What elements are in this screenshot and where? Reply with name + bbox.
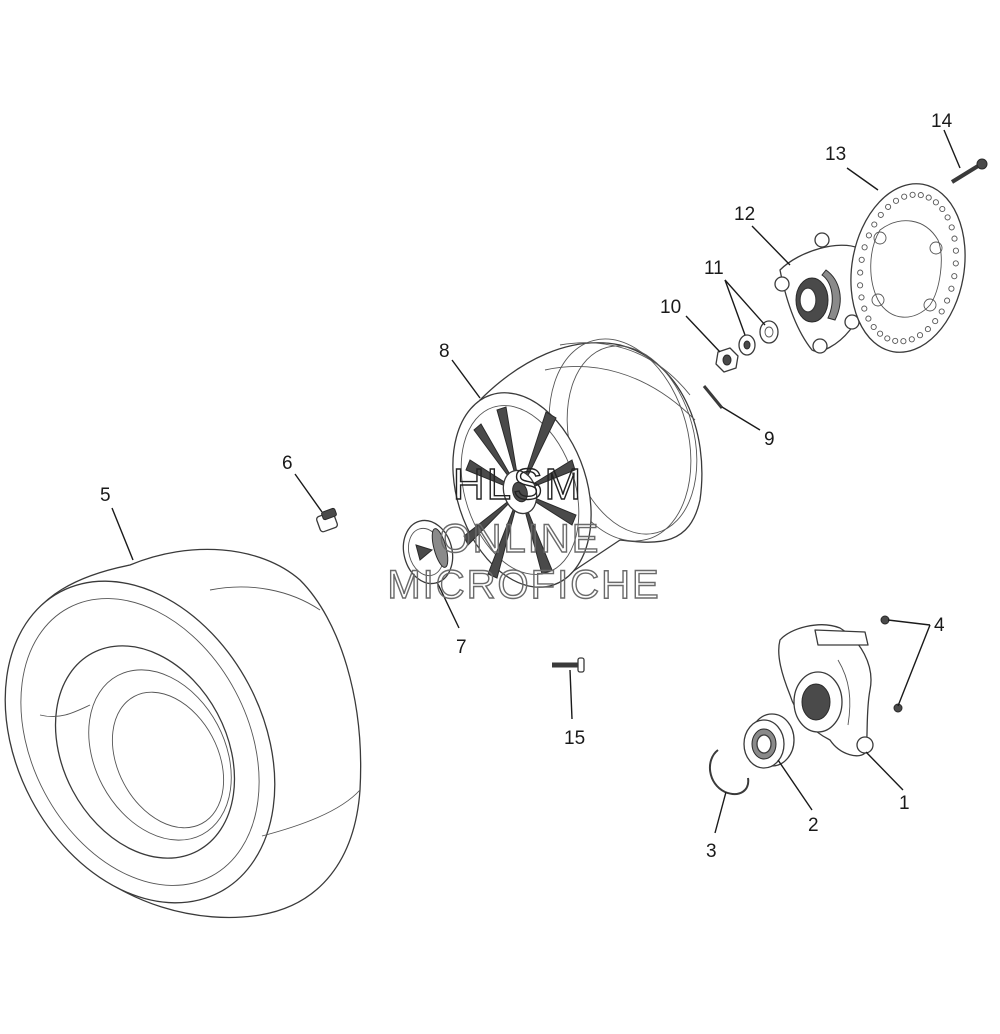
callout-11[interactable]: 11 (704, 258, 724, 279)
disc-hole (916, 332, 924, 339)
callout-14[interactable]: 14 (931, 111, 953, 132)
callout-12[interactable]: 12 (734, 204, 755, 225)
disc-hole (877, 211, 884, 218)
callout-2[interactable]: 2 (808, 815, 819, 836)
part-12-hub[interactable] (774, 232, 864, 354)
disc-hole (871, 221, 878, 228)
disc-hole (861, 244, 868, 251)
disc-hole (939, 205, 946, 213)
disc-hole (951, 235, 958, 242)
leader-lines (111, 129, 961, 834)
part-10-castle-nut[interactable] (715, 347, 739, 373)
callout-3[interactable]: 3 (706, 841, 717, 862)
disc-hole (861, 305, 868, 312)
disc-hole (938, 308, 945, 315)
disc-hole (884, 335, 891, 342)
disc-hole (857, 282, 864, 289)
watermark-line-1: HLSM (453, 460, 583, 509)
disc-hole (865, 315, 872, 322)
disc-hole (932, 318, 939, 325)
callout-7[interactable]: 7 (456, 637, 467, 658)
disc-hole (858, 256, 865, 263)
disc-hole (925, 194, 932, 201)
part-14-bolt[interactable] (950, 158, 988, 184)
callout-4[interactable]: 4 (934, 615, 945, 636)
disc-hole (909, 191, 916, 198)
disc-hole (948, 224, 955, 231)
part-2-bearing[interactable] (743, 713, 795, 769)
disc-hole (952, 260, 959, 267)
brake-disc-holes (857, 191, 959, 345)
watermark: HLSM ONLINE MICROFICHE (387, 459, 660, 607)
disc-hole (951, 273, 958, 280)
disc-hole (924, 326, 931, 333)
part-8-wheel-rim[interactable] (429, 323, 716, 605)
part-5-tire[interactable] (0, 534, 362, 950)
callout-15[interactable]: 15 (564, 728, 585, 749)
part-13-brake-disc[interactable] (838, 175, 978, 362)
part-4-grease-fittings[interactable] (880, 615, 903, 713)
disc-hole (892, 337, 899, 344)
callout-6[interactable]: 6 (282, 453, 293, 474)
callout-9[interactable]: 9 (764, 429, 775, 450)
watermark-line-3: MICROFICHE (387, 563, 660, 607)
disc-hole (900, 338, 907, 345)
disc-hole (944, 297, 951, 304)
disc-hole (865, 232, 872, 239)
part-15-lug-bolt[interactable] (552, 657, 585, 673)
disc-hole (870, 323, 877, 331)
part-9-cotter-pin[interactable] (702, 385, 724, 409)
part-7-center-cap[interactable] (397, 515, 460, 589)
disc-hole (944, 214, 951, 221)
part-3-circlip[interactable] (709, 749, 750, 796)
disc-hole (932, 199, 939, 206)
disc-hole (885, 203, 892, 210)
part-11-washers[interactable] (738, 320, 779, 356)
callout-10[interactable]: 10 (660, 297, 681, 318)
callout-13[interactable]: 13 (825, 144, 846, 165)
disc-hole (948, 285, 955, 292)
disc-hole (952, 247, 959, 254)
callout-5[interactable]: 5 (100, 485, 111, 506)
disc-hole (908, 336, 915, 343)
disc-hole (877, 330, 884, 337)
disc-hole (857, 269, 864, 276)
part-6-valve-stem[interactable] (316, 507, 338, 533)
callout-8[interactable]: 8 (439, 341, 450, 362)
disc-hole (901, 193, 908, 200)
disc-hole (858, 294, 865, 301)
callout-1[interactable]: 1 (899, 793, 910, 814)
disc-hole (917, 192, 924, 199)
callout-labels: 1 2 3 4 5 6 7 8 9 10 11 12 13 14 15 (100, 111, 953, 862)
watermark-line-2: ONLINE (440, 517, 601, 561)
part-1-knuckle[interactable] (778, 624, 874, 757)
disc-hole (892, 197, 900, 204)
